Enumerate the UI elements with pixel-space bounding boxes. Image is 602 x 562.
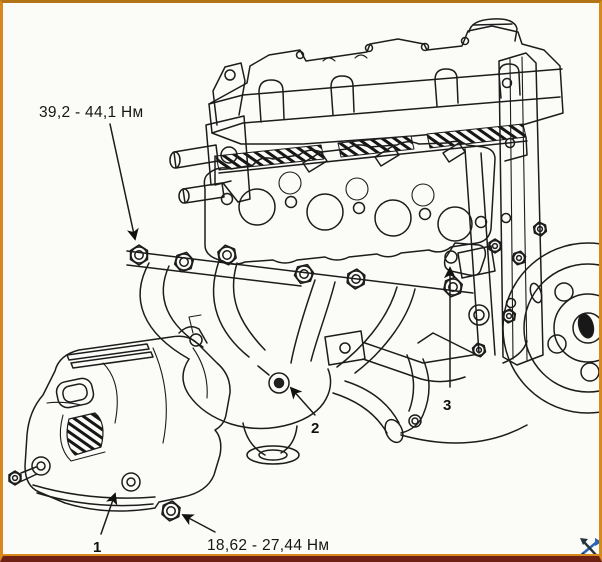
lower-torque-arrow <box>181 514 216 533</box>
exhaust-manifold-diagram: 39,2 - 44,1 Нм 18,62 - 27,44 Нм 1 2 3 <box>8 18 599 555</box>
label1-leader <box>100 492 118 535</box>
gasket-bolt-hole <box>444 250 458 264</box>
leader-lines <box>100 123 456 535</box>
oil-cap <box>468 18 518 42</box>
part-label-2: 2 <box>311 420 319 437</box>
label2-leader <box>289 386 316 416</box>
shield-side-bolt <box>8 470 22 486</box>
upper-torque-arrow <box>109 123 139 241</box>
outlet-stud-boss <box>268 372 290 394</box>
crankshaft-pulley <box>502 242 599 414</box>
shield-lower-bolt <box>160 499 182 523</box>
torque-annotation-lower: 18,62 - 27,44 Нм <box>207 537 329 554</box>
cylinder-head <box>214 123 528 186</box>
lower-block-details <box>324 330 528 444</box>
part-label-1: 1 <box>93 539 101 555</box>
torque-annotation-upper: 39,2 - 44,1 Нм <box>39 104 143 121</box>
heat-shield <box>8 314 231 523</box>
part-label-3: 3 <box>443 397 451 414</box>
engine-block-right <box>417 52 548 366</box>
crossed-arrows-icon <box>579 538 599 555</box>
lifting-bracket <box>169 62 251 204</box>
